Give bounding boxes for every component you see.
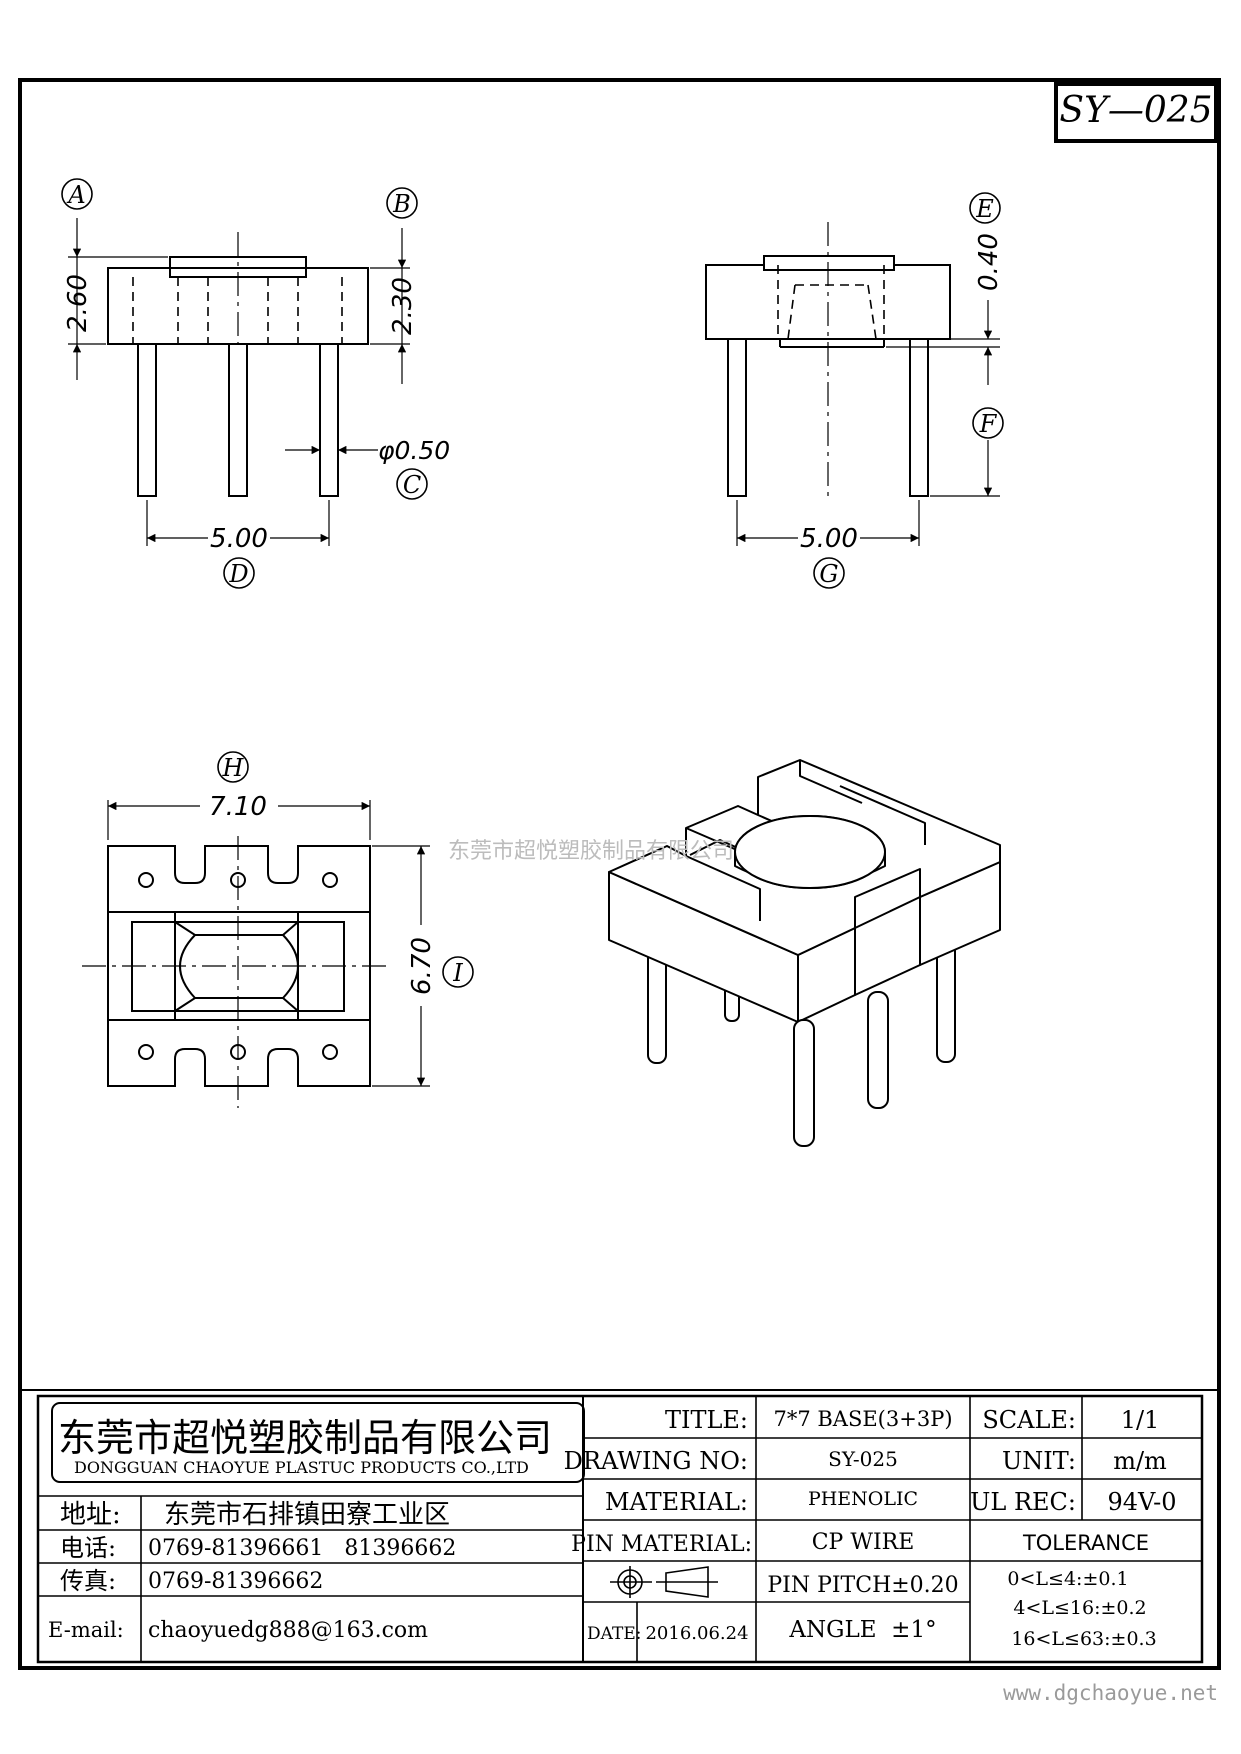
pin-material-label: PIN MATERIAL: — [571, 1532, 752, 1557]
address-label: 地址: — [60, 1500, 121, 1530]
side-top-boss — [763, 255, 895, 271]
drawing-no-value: SY-025 — [828, 1447, 898, 1471]
scale-value: 1/1 — [1121, 1406, 1160, 1434]
unit-value: m/m — [1113, 1447, 1167, 1475]
side-pin-right — [909, 338, 929, 497]
tolerance-label: TOLERANCE — [1022, 1531, 1149, 1555]
label-b: B — [392, 190, 411, 218]
material-label: MATERIAL: — [605, 1488, 748, 1516]
company-name-en: DONGGUAN CHAOYUE PLASTUC PRODUCTS CO.,LT… — [74, 1458, 529, 1477]
top-bobbin-core — [174, 921, 299, 1012]
title-block-text: 东莞市超悦塑胶制品有限公司 DONGGUAN CHAOYUE PLASTUC P… — [48, 1406, 1177, 1650]
drawing-no-label: DRAWING NO: — [564, 1447, 748, 1475]
front-pin-right — [319, 343, 339, 497]
date-label: DATE: — [587, 1624, 641, 1644]
top-outline — [107, 845, 371, 1087]
front-view-annotations: A B 2.60 2.30 φ0.50 C 5.00 D — [61, 178, 450, 589]
email-label: E-mail: — [48, 1618, 124, 1642]
dim-a-value: 2.60 — [63, 274, 93, 332]
top-view-annotations: H 7.10 6.70 I — [209, 751, 474, 995]
label-e: E — [975, 195, 994, 223]
address-value: 东莞市石排镇田寮工业区 — [164, 1500, 450, 1530]
outer-frame — [18, 78, 1221, 1670]
isometric-view — [608, 759, 1001, 1147]
angle-tolerance: ANGLE ±1° — [788, 1617, 936, 1643]
side-view — [705, 222, 1000, 546]
dim-b-value: 2.30 — [388, 277, 418, 335]
dim-e-value: 0.40 — [974, 233, 1004, 291]
front-pin-mid — [228, 343, 248, 497]
label-d: D — [228, 560, 248, 588]
front-pin-left — [137, 343, 157, 497]
label-c: C — [403, 471, 421, 499]
fax-label: 传真: — [60, 1567, 116, 1595]
unit-label: UNIT: — [1002, 1447, 1076, 1475]
tolerance-row-1: 0<L≤4:±0.1 — [1007, 1568, 1128, 1590]
label-a: A — [66, 181, 85, 209]
dim-d-value: 5.00 — [210, 524, 268, 554]
website-footer: www.dgchaoyue.net — [1003, 1681, 1218, 1705]
pin-pitch: PIN PITCH±0.20 — [767, 1573, 958, 1598]
title-block — [20, 1389, 1219, 1664]
drawing-id: SY—025 — [1059, 90, 1212, 131]
label-f: F — [979, 410, 998, 438]
company-name-cn: 东莞市超悦塑胶制品有限公司 — [58, 1416, 552, 1460]
title-label: TITLE: — [665, 1406, 748, 1434]
ul-rec-label: UL REC: — [970, 1488, 1076, 1516]
label-i: I — [452, 959, 463, 987]
scale-label: SCALE: — [982, 1406, 1076, 1434]
label-h: H — [222, 754, 245, 782]
watermark-text: 东莞市超悦塑胶制品有限公司 — [448, 839, 734, 864]
fax-value: 0769-81396662 — [148, 1569, 323, 1594]
tolerance-row-2: 4<L≤16:±0.2 — [1013, 1597, 1146, 1619]
label-g: G — [819, 560, 838, 588]
phone-label: 电话: — [60, 1534, 116, 1562]
material-value: PHENOLIC — [808, 1488, 918, 1510]
top-view — [82, 800, 430, 1108]
pin-material-value: CP WIRE — [812, 1530, 915, 1555]
projection-symbol-icon — [610, 1566, 718, 1598]
side-pin-left — [727, 338, 747, 497]
dim-i-value: 6.70 — [407, 937, 437, 995]
phone-value: 0769-81396661 81396662 — [148, 1536, 456, 1561]
email-value: chaoyuedg888@163.com — [148, 1618, 428, 1643]
date-value: 2016.06.24 — [645, 1623, 748, 1644]
front-view — [68, 218, 410, 546]
dim-h-value: 7.10 — [209, 792, 267, 822]
dim-g-value: 5.00 — [800, 524, 858, 554]
drawing-id-box: SY—025 — [1054, 82, 1218, 143]
dim-c-value: φ0.50 — [378, 436, 450, 465]
ul-rec-value: 94V-0 — [1107, 1488, 1176, 1516]
side-view-annotations: E 0.40 F 5.00 G — [800, 192, 1004, 589]
title-value: 7*7 BASE(3+3P) — [773, 1407, 952, 1431]
tolerance-row-3: 16<L≤63:±0.3 — [1011, 1628, 1156, 1650]
